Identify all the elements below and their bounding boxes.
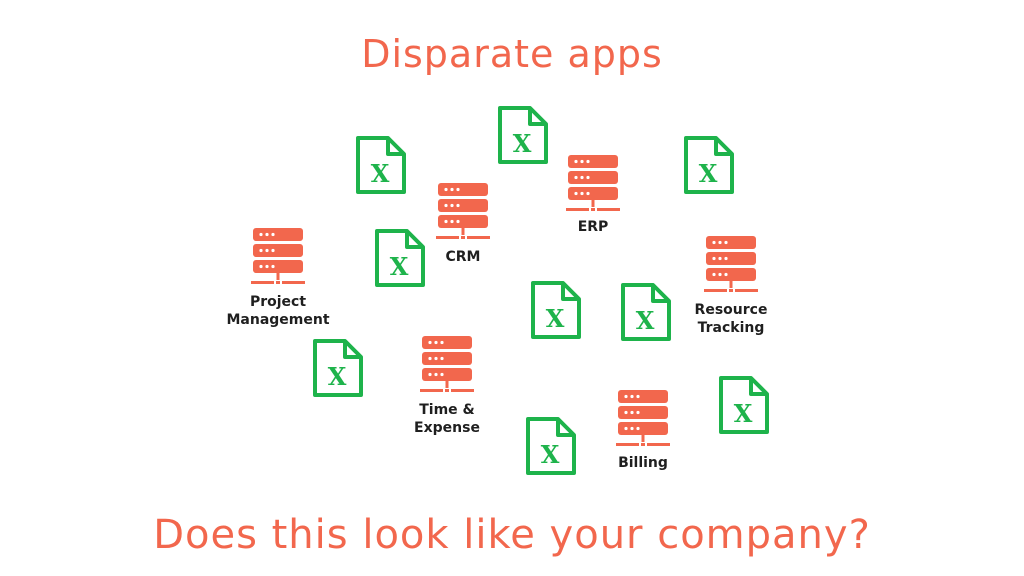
app-label: Resource Tracking	[694, 302, 768, 336]
server-icon	[420, 336, 474, 396]
question-footer: Does this look like your company?	[153, 512, 871, 558]
app-label: Time & Expense	[414, 402, 480, 436]
server-icon	[436, 183, 490, 243]
server-icon	[616, 390, 670, 450]
server-icon	[704, 236, 758, 296]
app-label: ERP	[577, 219, 609, 235]
excel-file-icon	[374, 228, 426, 288]
page-title: Disparate apps	[361, 32, 663, 76]
app-label: CRM	[445, 249, 481, 265]
excel-file-icon	[530, 280, 582, 340]
excel-file-icon	[355, 135, 407, 195]
app-label: Project Management	[226, 294, 330, 328]
excel-file-icon	[525, 416, 577, 476]
excel-file-icon	[718, 375, 770, 435]
excel-file-icon	[620, 282, 672, 342]
excel-file-icon	[312, 338, 364, 398]
app-label: Billing	[618, 455, 668, 471]
server-icon	[251, 228, 305, 288]
server-icon	[566, 155, 620, 215]
excel-file-icon	[683, 135, 735, 195]
excel-file-icon	[497, 105, 549, 165]
